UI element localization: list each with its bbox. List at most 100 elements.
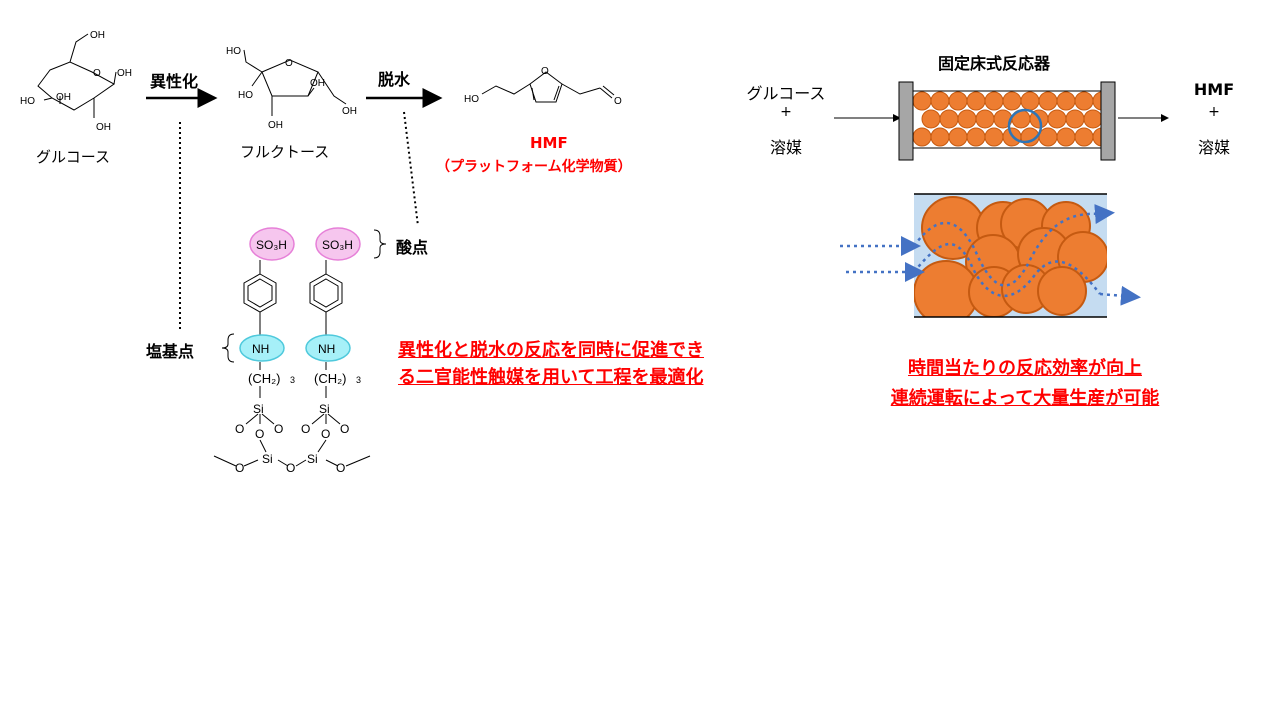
svg-text:OH: OH bbox=[56, 92, 71, 103]
svg-text:O: O bbox=[285, 58, 293, 69]
reactor-bead bbox=[966, 91, 986, 111]
so3h-ellipse-2 bbox=[315, 227, 361, 261]
svg-text:OH: OH bbox=[268, 120, 283, 131]
so3h-text-2: SO₃H bbox=[322, 238, 353, 252]
svg-text:Si: Si bbox=[262, 452, 273, 466]
reactor-benefit-line1: 時間当たりの反応効率が向上 bbox=[908, 358, 1142, 379]
acid-brace bbox=[373, 229, 387, 259]
fructose-label: フルクトース bbox=[240, 143, 330, 161]
ch2-text-2: (CH₂) bbox=[314, 371, 346, 386]
flow-arrow-out-2 bbox=[1099, 285, 1141, 306]
benzene-rings bbox=[243, 260, 343, 338]
catalyst-highlight-line1: 異性化と脱水の反応を同時に促進でき bbox=[398, 340, 704, 361]
reactor-bead bbox=[1056, 127, 1076, 147]
svg-text:HO: HO bbox=[238, 90, 253, 101]
svg-text:HO: HO bbox=[20, 96, 35, 107]
svg-text:OH: OH bbox=[310, 78, 325, 89]
svg-text:O: O bbox=[336, 461, 345, 475]
svg-text:O: O bbox=[255, 427, 264, 441]
svg-text:O: O bbox=[235, 422, 244, 436]
reactor-input-label-2: 溶媒 bbox=[769, 138, 802, 157]
svg-text:O: O bbox=[274, 422, 283, 436]
reactor-bead bbox=[1074, 127, 1094, 147]
reactor-bead bbox=[966, 127, 986, 147]
reactor-bead bbox=[975, 109, 995, 129]
reactor-bead bbox=[939, 109, 959, 129]
reactor-bead bbox=[948, 127, 968, 147]
svg-text:O: O bbox=[321, 427, 330, 441]
reactor-input-plus: + bbox=[780, 104, 792, 120]
svg-text:O: O bbox=[301, 422, 310, 436]
reactor-endcap-left bbox=[898, 81, 914, 161]
svg-text:Si: Si bbox=[253, 402, 264, 416]
base-site-label: 塩基点 bbox=[146, 342, 195, 361]
svg-text:Si: Si bbox=[307, 452, 318, 466]
zoomed-bed bbox=[914, 193, 1107, 318]
svg-text:O: O bbox=[614, 96, 622, 107]
reactor-bead bbox=[1074, 91, 1094, 111]
acid-site-connector bbox=[403, 111, 419, 227]
silica-network bbox=[213, 413, 371, 467]
dehydration-label: 脱水 bbox=[378, 70, 411, 89]
reactor-bead bbox=[1038, 127, 1058, 147]
svg-text:OH: OH bbox=[117, 68, 132, 79]
acid-site-label: 酸点 bbox=[396, 238, 429, 257]
reactor-bead bbox=[1038, 91, 1058, 111]
hmf-label: HMF bbox=[530, 134, 568, 152]
svg-text:O: O bbox=[286, 461, 295, 475]
glucose-label: グルコース bbox=[36, 148, 110, 166]
reactor-bead bbox=[1056, 91, 1076, 111]
hmf-structure bbox=[481, 71, 615, 103]
svg-text:Si: Si bbox=[319, 402, 330, 416]
svg-text:OH: OH bbox=[90, 30, 105, 41]
hmf-atoms: HO O O bbox=[464, 66, 622, 107]
reactor-bead bbox=[921, 109, 941, 129]
svg-text:O: O bbox=[340, 422, 349, 436]
nh-ellipse-2 bbox=[305, 334, 351, 362]
reactor-output-plus: + bbox=[1208, 104, 1220, 120]
reactor-bead bbox=[984, 127, 1004, 147]
fructose-atoms: HO O HO OH OH OH bbox=[226, 46, 357, 131]
isomerization-label: 異性化 bbox=[150, 72, 199, 91]
base-brace bbox=[221, 333, 235, 363]
svg-text:HO: HO bbox=[226, 46, 241, 57]
nh-text-2: NH bbox=[318, 342, 335, 356]
reactor-title: 固定床式反応器 bbox=[938, 54, 1051, 73]
silica-atoms: Si Si O O O O O O Si Si O O O bbox=[235, 402, 349, 475]
reactor-bead bbox=[984, 91, 1004, 111]
svg-text:OH: OH bbox=[96, 122, 111, 133]
svg-text:O: O bbox=[541, 66, 549, 77]
svg-text:O: O bbox=[235, 461, 244, 475]
fructose-structure bbox=[243, 49, 347, 116]
nh-text-1: NH bbox=[252, 342, 269, 356]
reactor-bead bbox=[1092, 127, 1102, 147]
reactor-output-label-1: HMF bbox=[1193, 80, 1235, 99]
svg-text:OH: OH bbox=[342, 106, 357, 117]
ch2-sub-2: 3 bbox=[356, 375, 361, 385]
reactor-bead bbox=[1047, 109, 1067, 129]
ch2-sub-1: 3 bbox=[290, 375, 295, 385]
reactor-bead bbox=[1002, 91, 1022, 111]
catalyst-highlight-line2: る二官能性触媒を用いて工程を最適化 bbox=[398, 367, 704, 388]
zoom-marker-circle bbox=[1007, 108, 1043, 144]
reactor-output-label-2: 溶媒 bbox=[1197, 138, 1230, 157]
reactor-input-label-1: グルコース bbox=[746, 84, 826, 103]
reactor-bead bbox=[1083, 109, 1102, 129]
flow-arrow-out-1 bbox=[1094, 204, 1115, 225]
reactor-benefit-line2: 連続運転によって大量生産が可能 bbox=[890, 388, 1160, 409]
so3h-text-1: SO₃H bbox=[256, 238, 287, 252]
reactor-bead bbox=[912, 91, 932, 111]
reactor-endcap-right bbox=[1100, 81, 1116, 161]
reactor-bead bbox=[930, 91, 950, 111]
reactor-bead bbox=[1065, 109, 1085, 129]
reactor-bead bbox=[912, 127, 932, 147]
nh-ellipse-1 bbox=[239, 334, 285, 362]
glucose-atoms: OH O OH HO OH OH bbox=[20, 30, 132, 133]
ch2-chains bbox=[259, 362, 327, 398]
glucose-structure bbox=[37, 33, 117, 118]
reactor-bead bbox=[1020, 91, 1040, 111]
reactor-bead bbox=[948, 91, 968, 111]
svg-text:HO: HO bbox=[464, 94, 479, 105]
